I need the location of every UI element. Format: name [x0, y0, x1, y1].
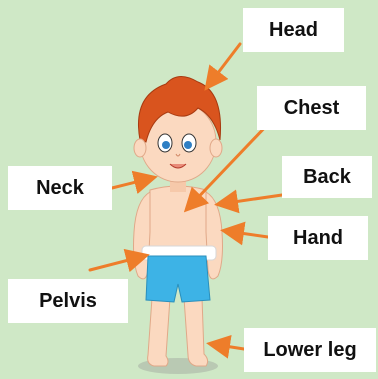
left-leg: [148, 298, 170, 366]
label-chest: Chest: [257, 86, 366, 130]
arrow-head: [208, 44, 240, 86]
right-ear: [210, 139, 222, 157]
left-pupil: [162, 141, 170, 149]
label-lower-leg: Lower leg: [244, 328, 376, 372]
shorts: [146, 256, 210, 302]
arrow-lower-leg: [212, 344, 244, 349]
boy-figure: [134, 76, 223, 366]
arrow-hand: [226, 231, 268, 237]
label-pelvis: Pelvis: [8, 279, 128, 323]
label-back: Back: [282, 156, 372, 198]
label-head: Head: [243, 8, 344, 52]
right-leg: [184, 298, 208, 366]
label-hand: Hand: [268, 216, 368, 260]
left-ear: [134, 139, 146, 157]
arrow-neck: [112, 178, 152, 188]
label-neck: Neck: [8, 166, 112, 210]
arrow-back: [220, 195, 282, 204]
right-pupil: [184, 141, 192, 149]
